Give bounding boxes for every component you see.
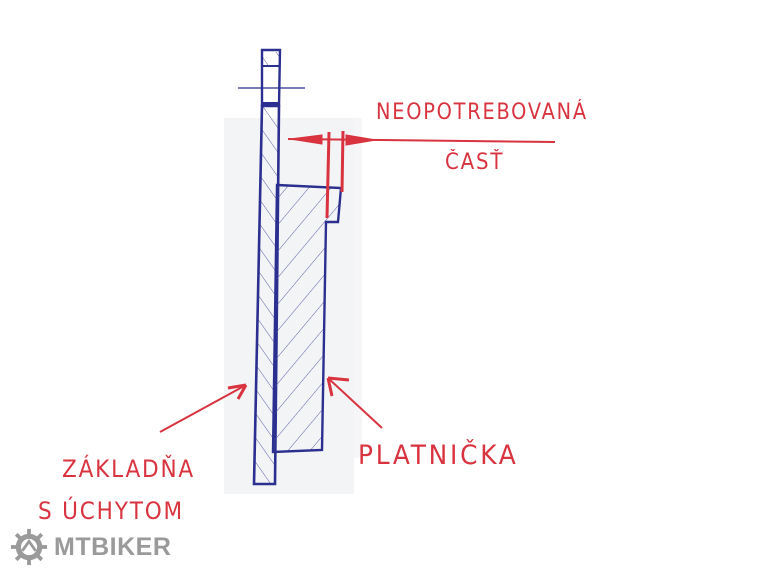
label-base: ZÁKLADŇA <box>62 455 196 483</box>
pad-arrow <box>326 376 383 429</box>
label-unused-part: NEOPOTREBOVANÁ <box>376 100 588 125</box>
label-base-line2: S ÚCHYTOM <box>38 497 184 525</box>
mtbiker-watermark: MTBIKER <box>10 528 171 566</box>
unused-part-dimension <box>287 130 556 219</box>
watermark-text: MTBIKER <box>54 532 172 561</box>
base-arrow <box>159 383 248 433</box>
gear-logo-icon <box>10 528 48 566</box>
scanned-paper-edge <box>354 118 362 458</box>
label-pad: PLATNIČKA <box>358 440 519 471</box>
pad-block <box>271 183 343 454</box>
label-unused-part-line2: ČASŤ <box>445 150 505 175</box>
